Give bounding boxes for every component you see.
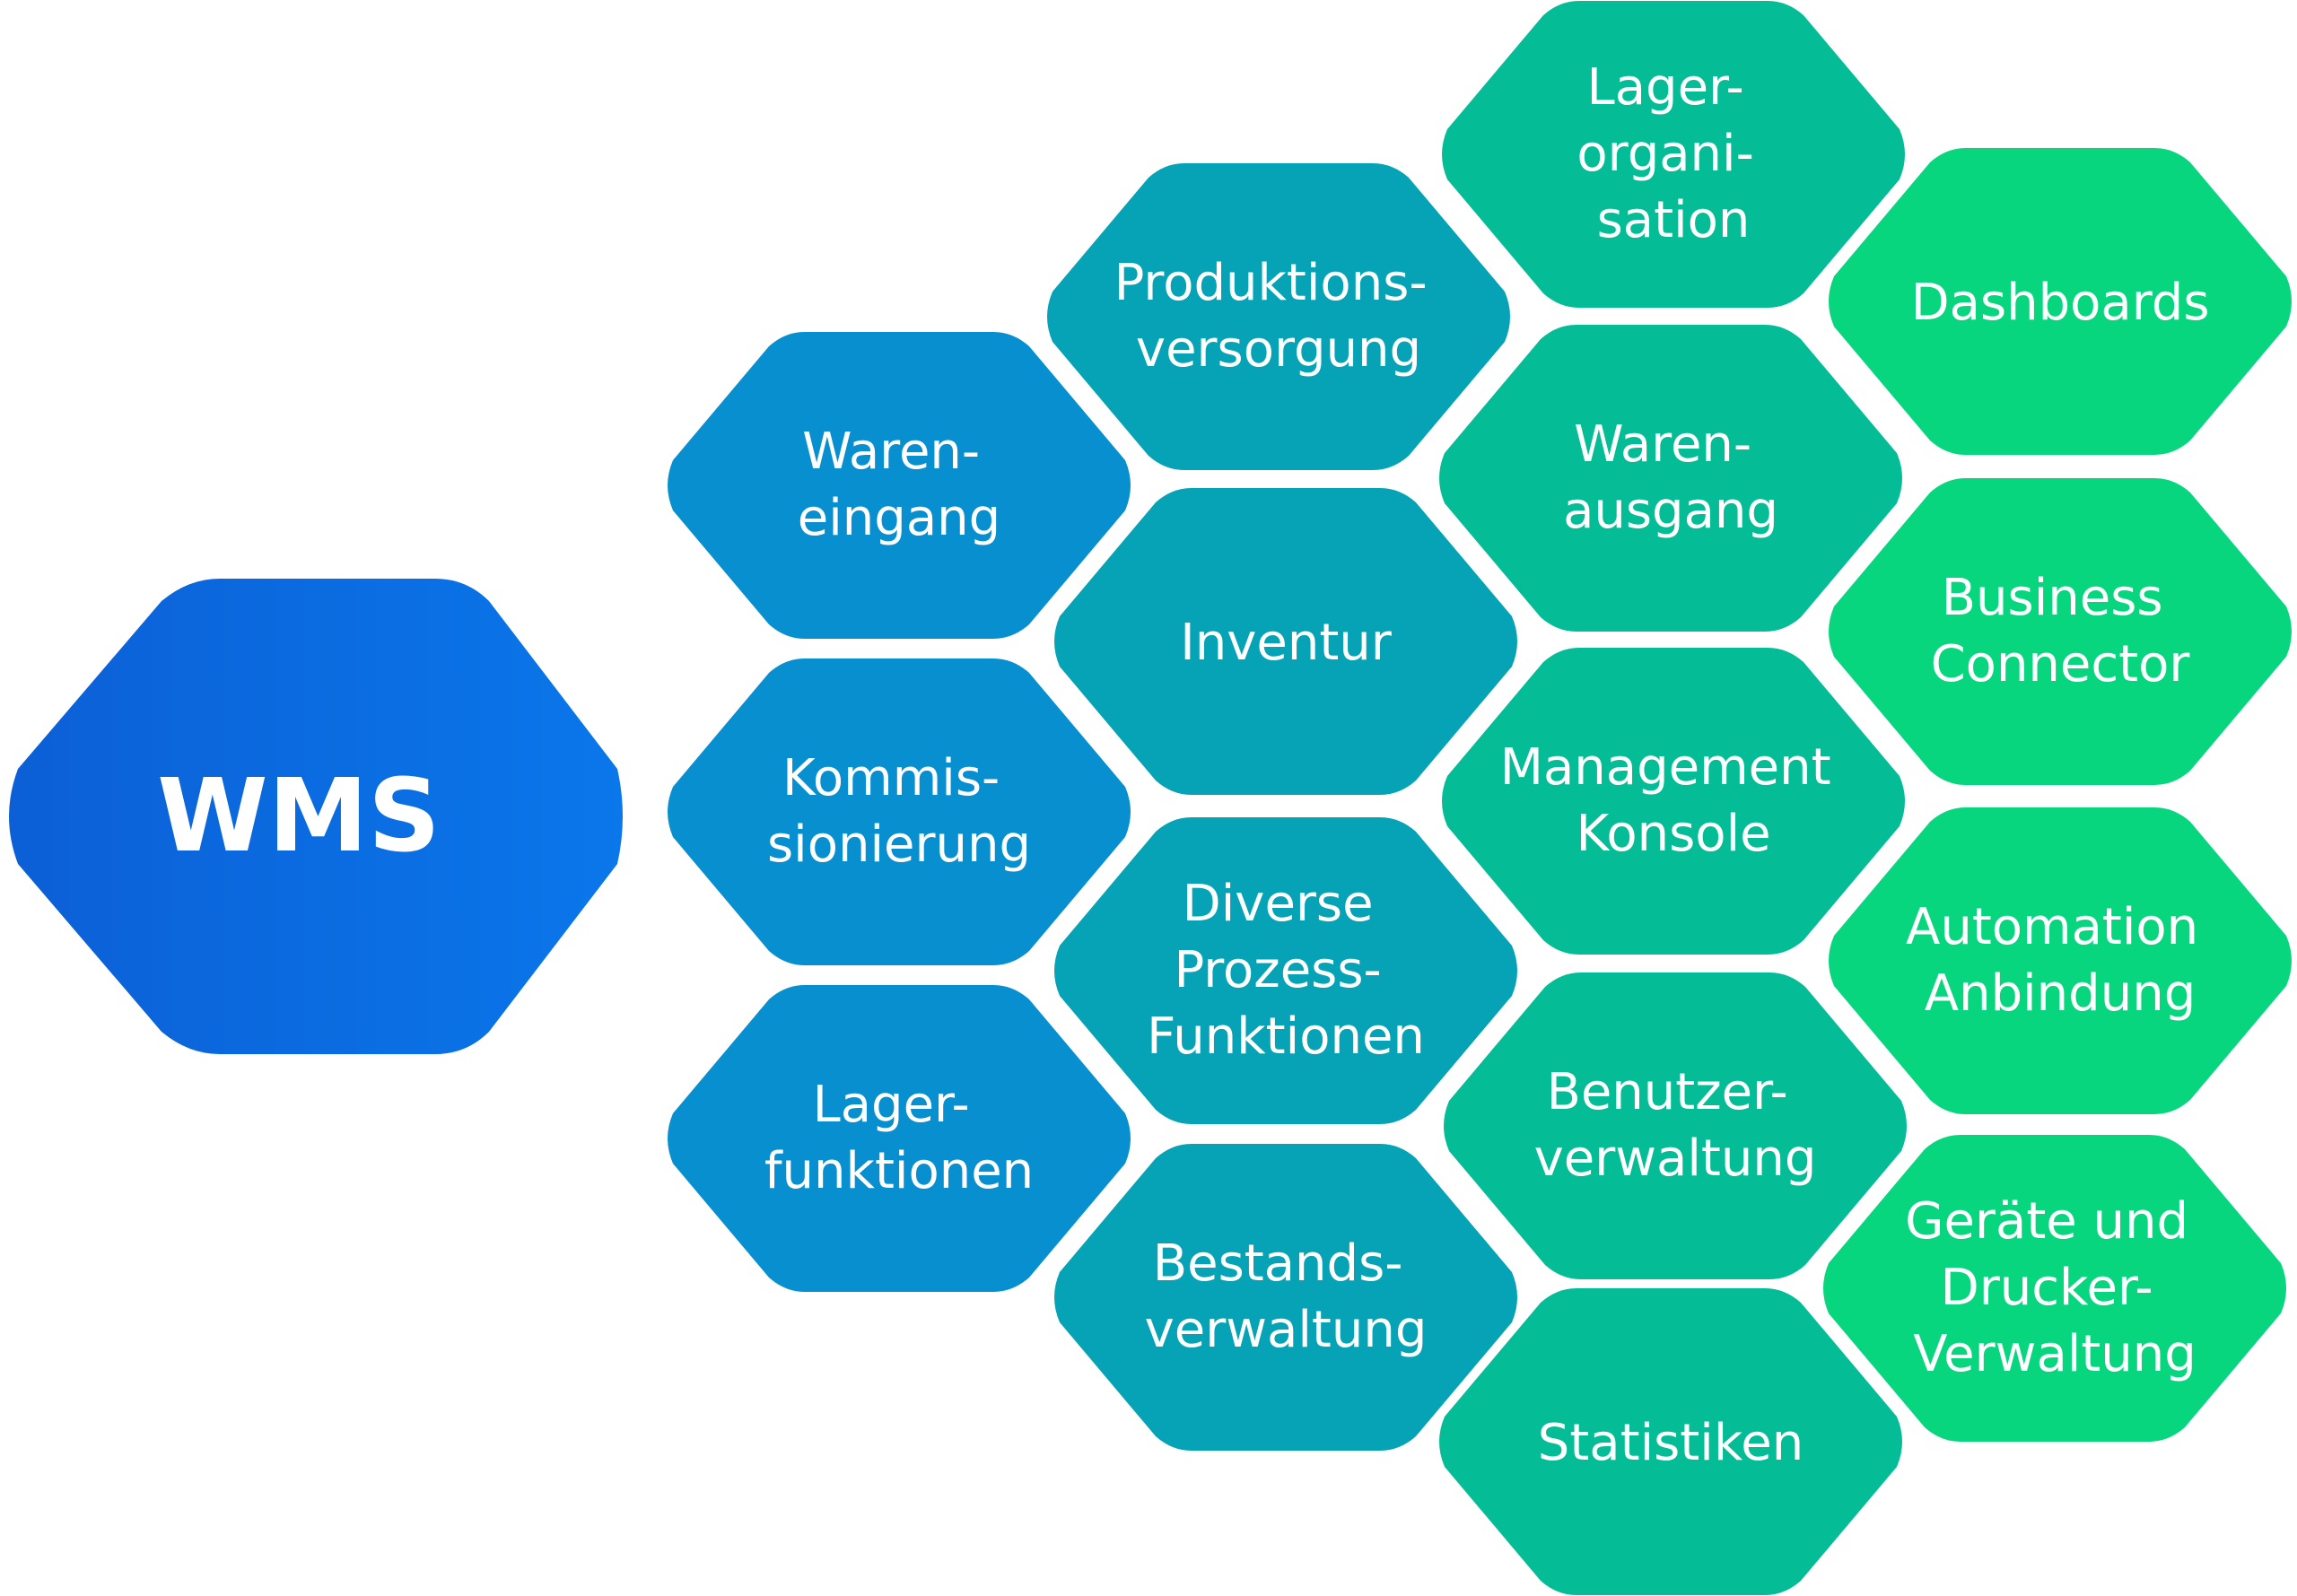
hex-statistiken: Statistiken xyxy=(1439,1288,1902,1595)
hex-bestandsverwaltung: Bestands- verwaltung xyxy=(1054,1144,1517,1451)
hex-shape-wareneingang xyxy=(668,332,1131,639)
hex-geraete-drucker-verwaltung: Geräte und Drucker- Verwaltung xyxy=(1823,1135,2286,1442)
hex-label-automation-anbindung: Automation Anbindung xyxy=(1906,898,2214,1023)
hex-label-produktionsversorgung: Produktions- versorgung xyxy=(1114,254,1444,379)
hex-shape-business-connector xyxy=(1829,478,2292,785)
hex-lagerorganisation: Lager- organi- sation xyxy=(1442,1,1905,308)
hex-warenausgang: Waren- ausgang xyxy=(1439,325,1902,632)
hex-shape-geraete-drucker-verwaltung xyxy=(1823,1135,2286,1442)
hex-shape-benutzerverwaltung xyxy=(1444,972,1907,1279)
hex-label-dashboards: Dashboards xyxy=(1911,274,2210,332)
hex-shape-management-konsole xyxy=(1442,648,1905,955)
hex-label-diverse-prozess-funktionen: Diverse Prozess- Funktionen xyxy=(1147,875,1425,1066)
hex-label-wms: WMS xyxy=(157,758,441,875)
hex-label-benutzerverwaltung: Benutzer- verwaltung xyxy=(1534,1063,1817,1188)
hex-label-business-connector: Business Connector xyxy=(1931,569,2191,693)
hex-business-connector: Business Connector xyxy=(1829,478,2292,785)
hex-inventur: Inventur xyxy=(1054,488,1517,795)
hex-wareneingang: Waren- eingang xyxy=(668,332,1131,639)
hex-shape-statistiken xyxy=(1439,1288,1902,1595)
hex-benutzerverwaltung: Benutzer- verwaltung xyxy=(1444,972,1907,1279)
hex-dashboards: Dashboards xyxy=(1829,148,2292,455)
hex-shape-produktionsversorgung xyxy=(1047,163,1510,470)
hex-produktionsversorgung: Produktions- versorgung xyxy=(1047,163,1510,470)
hex-shape-automation-anbindung xyxy=(1829,807,2292,1114)
hex-automation-anbindung: Automation Anbindung xyxy=(1829,807,2292,1114)
hex-shape-lagerfunktionen xyxy=(668,985,1131,1292)
hex-shape-kommissionierung xyxy=(668,658,1131,965)
hex-label-lagerfunktionen: Lager- funktionen xyxy=(764,1076,1034,1200)
hex-label-inventur: Inventur xyxy=(1180,614,1393,672)
hex-shape-dashboards xyxy=(1829,148,2292,455)
hex-management-konsole: Management Konsole xyxy=(1442,648,1905,955)
hex-kommissionierung: Kommis- sionierung xyxy=(668,658,1131,965)
hex-label-wareneingang: Waren- eingang xyxy=(798,423,1000,547)
hex-shape-diverse-prozess-funktionen xyxy=(1054,817,1517,1124)
hex-label-statistiken: Statistiken xyxy=(1538,1414,1804,1472)
hex-label-kommissionierung: Kommis- sionierung xyxy=(767,749,1031,874)
hex-shape-bestandsverwaltung xyxy=(1054,1144,1517,1451)
hex-label-lagerorganisation: Lager- organi- sation xyxy=(1576,58,1769,249)
hex-label-geraete-drucker-verwaltung: Geräte und Drucker- Verwaltung xyxy=(1905,1192,2205,1383)
hex-shape-wms xyxy=(9,579,623,1054)
hex-shape-inventur xyxy=(1054,488,1517,795)
hex-shape-lagerorganisation xyxy=(1442,1,1905,308)
hex-wms: WMS xyxy=(9,579,623,1054)
hex-shape-warenausgang xyxy=(1439,325,1902,632)
hex-label-bestandsverwaltung: Bestands- verwaltung xyxy=(1145,1234,1428,1359)
hex-label-warenausgang: Waren- ausgang xyxy=(1563,415,1778,540)
hex-diverse-prozess-funktionen: Diverse Prozess- Funktionen xyxy=(1054,817,1517,1124)
hex-lagerfunktionen: Lager- funktionen xyxy=(668,985,1131,1292)
hex-label-management-konsole: Management Konsole xyxy=(1500,738,1847,863)
